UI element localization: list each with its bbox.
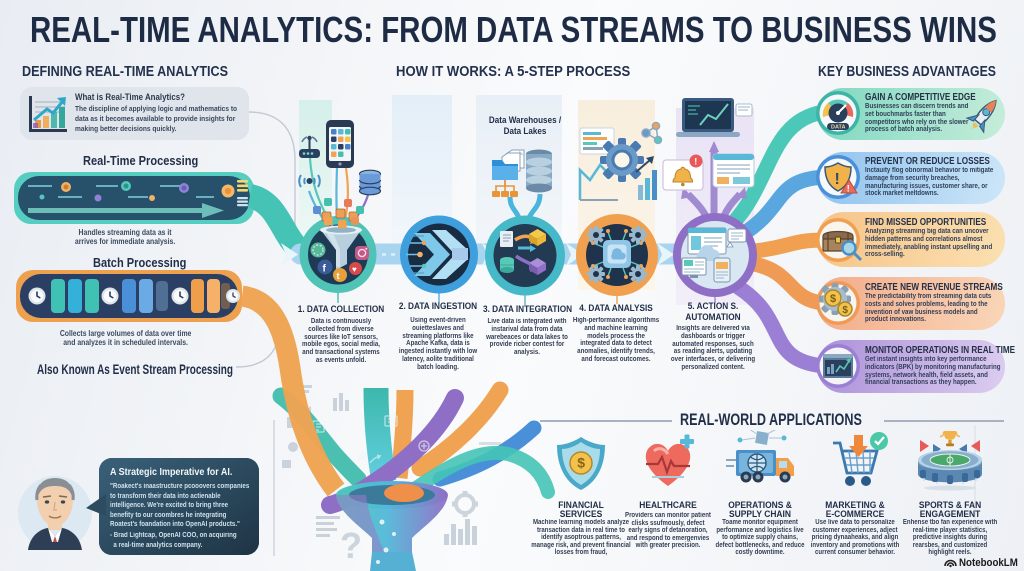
svg-text:!: ! (835, 171, 840, 188)
svg-text:!: ! (694, 157, 697, 167)
svg-text:f: f (323, 264, 327, 275)
svg-text:$: $ (830, 293, 836, 305)
svg-text:t: t (337, 271, 340, 281)
svg-text:!: ! (847, 184, 850, 194)
svg-text:$: $ (577, 455, 585, 471)
svg-text:?: ? (340, 525, 362, 566)
svg-text:$: $ (842, 305, 848, 316)
svg-text:♥: ♥ (352, 265, 357, 274)
svg-text:DATA: DATA (831, 125, 845, 131)
